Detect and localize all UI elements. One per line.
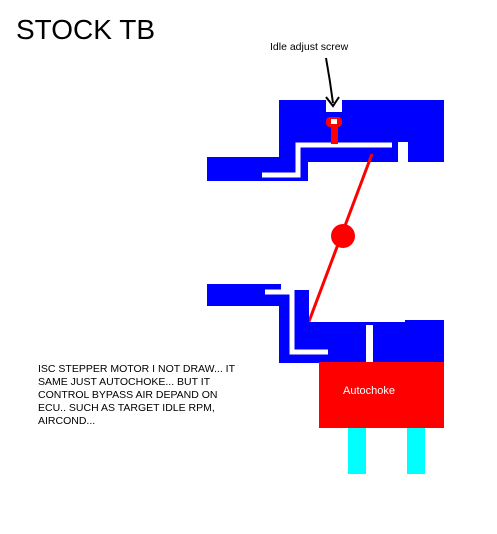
lower-bypass-outlet — [366, 325, 373, 363]
lower-body-left-arm — [207, 284, 259, 306]
page-title: STOCK TB — [16, 14, 156, 45]
arrow-head — [325, 96, 340, 108]
lower-body-connector — [257, 284, 281, 306]
throttle-shaft — [331, 224, 355, 248]
idle-screw-label: Idle adjust screw — [270, 41, 349, 53]
screw-head-slot — [331, 119, 337, 124]
upper-body-left-arm — [207, 157, 250, 181]
throttle-plate — [303, 153, 374, 333]
upper-body — [207, 100, 444, 181]
autochoke: Autochoke — [319, 362, 444, 474]
upper-body-block — [279, 100, 444, 162]
upper-body-notch — [398, 142, 408, 162]
isc-note-line-5: AIRCOND... — [38, 415, 96, 427]
autochoke-box — [319, 362, 444, 428]
upper-bypass-passage — [262, 142, 392, 178]
isc-note-line-3: CONTROL BYPASS AIR DEPAND ON — [38, 389, 218, 401]
isc-note-line-1: ISC STEPPER MOTOR I NOT DRAW... IT — [38, 363, 235, 375]
autochoke-label: Autochoke — [343, 385, 395, 397]
screw-shaft — [331, 126, 338, 144]
autochoke-pin-right — [407, 428, 425, 474]
lower-bypass-passage — [265, 289, 328, 355]
arrow-shaft — [325, 57, 334, 104]
isc-note-line-4: ECU.. SUCH AS TARGET IDLE RPM, — [38, 402, 215, 414]
isc-note-line-2: SAME JUST AUTOCHOKE... BUT IT — [38, 376, 211, 388]
lower-body-right-rise — [405, 320, 444, 332]
autochoke-pin-left — [348, 428, 366, 474]
idle-adjust-screw — [326, 117, 342, 144]
screw-pointer-arrow — [325, 57, 340, 108]
